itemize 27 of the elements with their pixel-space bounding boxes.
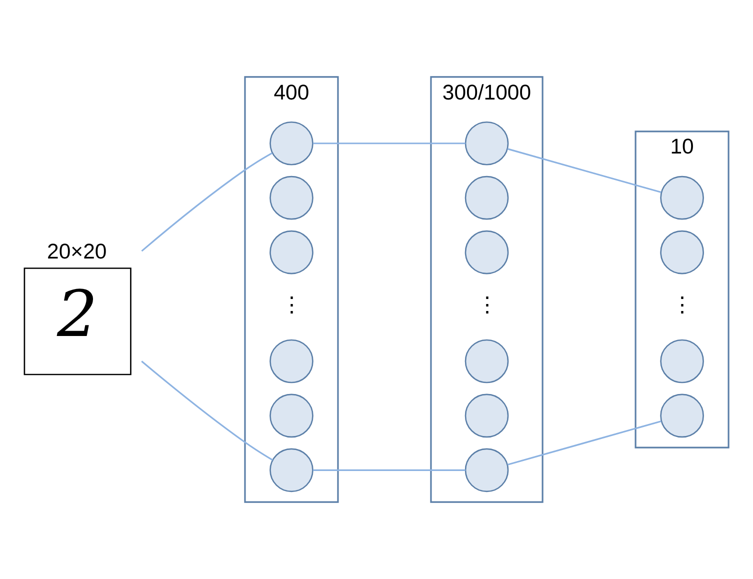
connector (313, 469, 466, 471)
node-circle (270, 176, 314, 220)
node-circle (270, 448, 314, 492)
node-circle (270, 121, 314, 166)
node-circle (660, 176, 704, 220)
label: ⋮ (280, 292, 302, 317)
node-circle (270, 339, 314, 384)
label: ⋮ (476, 292, 498, 317)
node-circle (660, 339, 704, 384)
node-circle (464, 394, 509, 438)
node-circle (660, 230, 704, 274)
node-circle (464, 448, 509, 492)
node-circle (464, 339, 509, 384)
node-circle (464, 121, 509, 166)
connector (507, 148, 662, 194)
connector (141, 152, 273, 252)
node-circle (660, 394, 704, 438)
node-label: 20×20 (47, 240, 107, 264)
node-box: 2 (24, 268, 132, 376)
connector (313, 142, 466, 144)
node-circle (464, 230, 509, 274)
node-circle (464, 176, 509, 220)
connector (141, 360, 274, 461)
node-circle (270, 230, 314, 274)
connector (507, 420, 662, 466)
node-circle (270, 394, 314, 438)
label: ⋮ (672, 292, 693, 317)
